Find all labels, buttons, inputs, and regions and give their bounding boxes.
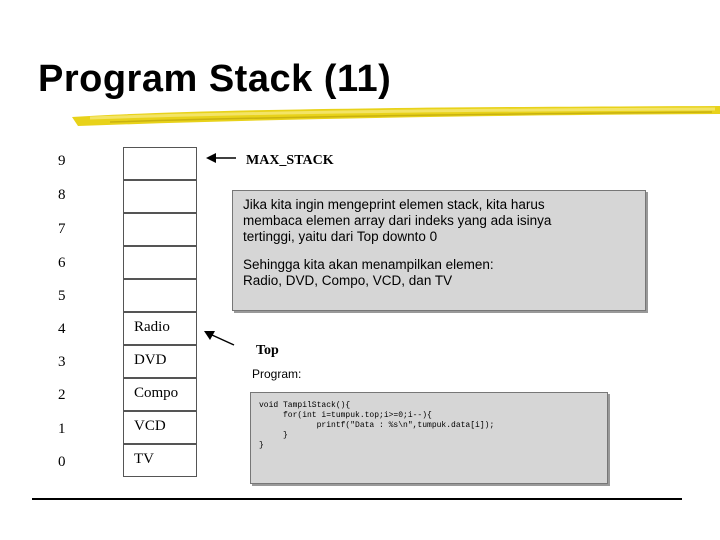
- stack-index-2: 2: [58, 387, 66, 403]
- code-line: }: [259, 431, 288, 440]
- stack-cell-0: TV: [123, 444, 197, 477]
- stack-cell-7: [123, 213, 197, 246]
- stack-cell-label: Radio: [134, 319, 170, 335]
- bottom-divider: [32, 498, 682, 500]
- stack-index-9: 9: [58, 153, 66, 169]
- stack-index-8: 8: [58, 187, 66, 203]
- stack-index-5: 5: [58, 288, 66, 304]
- stack-index-4: 4: [58, 321, 66, 337]
- stack-cell-8: [123, 180, 197, 213]
- stack-cell-label: Compo: [134, 385, 179, 401]
- stack-index-7: 7: [58, 221, 66, 237]
- explanation-line: Radio, DVD, Compo, VCD, dan TV: [243, 273, 453, 288]
- stack-cell-1: VCD: [123, 411, 197, 444]
- stack-index-0: 0: [58, 454, 66, 470]
- explanation-box: Jika kita ingin mengeprint elemen stack,…: [232, 190, 646, 311]
- explanation-line: Jika kita ingin mengeprint elemen stack,…: [243, 197, 545, 212]
- explanation-line: tertinggi, yaitu dari Top downto 0: [243, 229, 438, 244]
- code-box: void TampilStack(){ for(int i=tumpuk.top…: [250, 392, 608, 484]
- stack-cell-4: Radio: [123, 312, 197, 345]
- stack-index-3: 3: [58, 354, 66, 370]
- code-line: void TampilStack(){: [259, 401, 351, 410]
- program-label: Program:: [252, 367, 302, 381]
- stack-cell-label: DVD: [134, 352, 167, 368]
- stack-cell-9: [123, 147, 197, 180]
- code-line: }: [259, 441, 264, 450]
- code-line: for(int i=tumpuk.top;i>=0;i--){: [259, 411, 432, 420]
- stack-cell-6: [123, 246, 197, 279]
- title-underline-stroke: [72, 106, 720, 126]
- stack-cell-3: DVD: [123, 345, 197, 378]
- slide-title: Program Stack (11): [38, 58, 392, 100]
- code-line: printf("Data : %s\n",tumpuk.data[i]);: [259, 421, 495, 430]
- stack-cell-5: [123, 279, 197, 312]
- stack-cell-2: Compo: [123, 378, 197, 411]
- stack-index-6: 6: [58, 255, 66, 271]
- explanation-line: membaca elemen array dari indeks yang ad…: [243, 213, 552, 228]
- top-arrow-icon: [204, 331, 235, 346]
- explanation-line: Sehingga kita akan menampilkan elemen:: [243, 257, 494, 272]
- max-stack-arrow-icon: [206, 153, 236, 163]
- stack-cell-label: TV: [134, 451, 154, 467]
- stack-index-1: 1: [58, 421, 66, 437]
- stack-cell-label: VCD: [134, 418, 166, 434]
- top-label: Top: [256, 343, 279, 358]
- max-stack-label: MAX_STACK: [246, 153, 334, 168]
